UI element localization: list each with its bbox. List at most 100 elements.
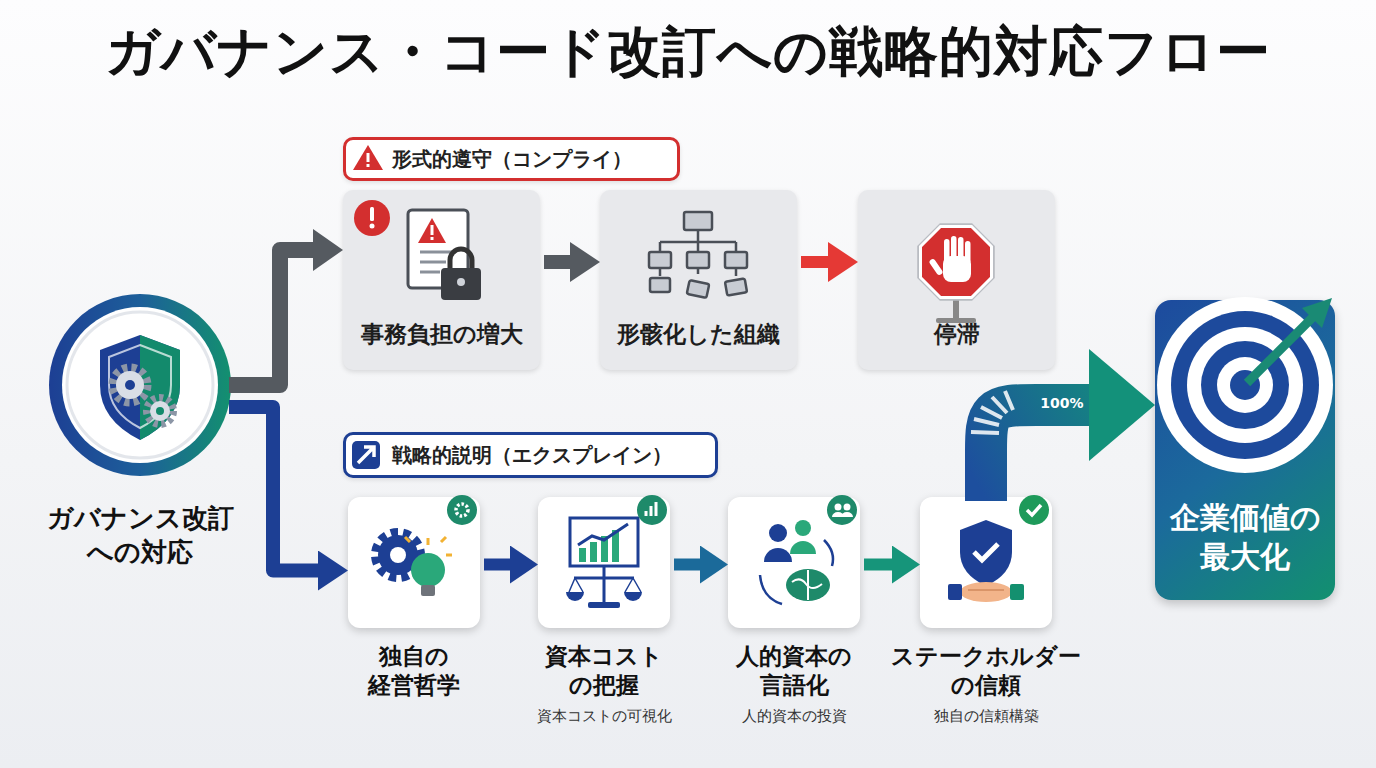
people-brain-icon: [769, 524, 787, 542]
start-circle: ガバナンス改訂 への対応: [45, 290, 235, 480]
process-box: 事務負担の増大: [343, 190, 540, 370]
people-brain-icon: [786, 569, 830, 601]
target-icon: [1302, 298, 1332, 328]
chart-scale-icon: [646, 502, 656, 516]
people-brain-icon: [832, 512, 853, 517]
chart-scale-icon: [566, 495, 667, 608]
gear-bulb-icon: [390, 547, 406, 563]
document-lock-icon: [431, 237, 434, 240]
inner-ring: [67, 312, 213, 458]
people-brain-icon: [764, 548, 792, 562]
node-text-group: 形骸化した組織: [600, 319, 797, 350]
stop-sign-icon: [944, 239, 950, 263]
flow-arrow: [484, 559, 518, 571]
chart-scale-icon: [566, 592, 584, 601]
document-lock-icon: [457, 278, 465, 286]
org-chart-icon: [650, 278, 670, 292]
document-lock-icon: [370, 224, 375, 229]
chart-scale-icon: [579, 548, 586, 562]
org-chart-icon: [649, 212, 747, 298]
document-lock-icon: [450, 249, 472, 270]
target-icon: [1201, 341, 1289, 429]
node-label: 形式的遵守（コンプライ）: [392, 146, 632, 173]
node-label: ガバナンス改訂 への対応: [35, 502, 245, 570]
shield-handshake-icon: [948, 584, 962, 600]
shield-gear-icon: [113, 368, 147, 402]
shield-handshake-icon: [974, 544, 998, 560]
stop-sign-icon: [921, 227, 992, 298]
org-chart-icon: [660, 230, 736, 252]
warning-tab-icon: [353, 145, 383, 170]
org-chart-icon: [660, 268, 736, 276]
stop-sign-icon: [943, 256, 971, 282]
node-sublabel: 人的資本の投資: [724, 707, 864, 726]
process-box: 形骸化した組織: [600, 190, 797, 370]
node-text-group: ガバナンス改訂 への対応: [35, 502, 245, 570]
gear-bulb-icon: [376, 533, 420, 577]
chart-scale-icon: [578, 524, 628, 545]
arrow-tab-icon: [352, 441, 380, 469]
target-icon: [1247, 316, 1314, 383]
shield-handshake-icon: [948, 495, 1049, 602]
org-chart-icon: [687, 252, 709, 268]
inner-disc: [62, 307, 218, 463]
people-brain-icon: [824, 540, 833, 566]
chart-scale-icon: [574, 566, 634, 604]
gear-bulb-icon: [378, 535, 418, 575]
document-lock-icon: [441, 268, 481, 300]
step-card: 独自の 経営哲学: [348, 497, 480, 628]
gear-bulb-icon: [421, 585, 435, 596]
stop-sign-icon: [953, 298, 959, 320]
shield-handshake-icon: [1010, 584, 1024, 600]
shield-handshake-icon: [1027, 505, 1041, 515]
shield-gear-icon: [100, 335, 180, 440]
shield-gear-icon: [109, 345, 171, 428]
document-lock-icon: [354, 200, 481, 300]
gear-bulb-icon: [411, 553, 445, 587]
node-label: 事務負担の増大: [343, 319, 540, 350]
chart-scale-icon: [637, 495, 667, 525]
document-lock-icon: [418, 218, 446, 243]
people-brain-icon: [792, 570, 822, 600]
people-brain-icon: [835, 504, 842, 511]
flow-arrow: [229, 250, 322, 385]
node-sublabel: 独自の信頼構築: [886, 707, 1086, 726]
target-icon: [1230, 370, 1260, 400]
gear-bulb-icon: [456, 504, 468, 516]
node-label: 独自の 経営哲学: [349, 642, 479, 701]
shield-gear-icon: [116, 371, 144, 399]
chart-scale-icon: [612, 530, 619, 562]
people-brain-icon: [844, 504, 851, 511]
org-chart-icon: [684, 212, 712, 230]
shield-gear-icon: [140, 335, 180, 440]
stop-sign-icon: [917, 223, 995, 323]
gear-bulb-icon: [447, 495, 477, 525]
shield-gear-icon: [125, 380, 135, 390]
node-text-group: 資本コスト の把握資本コストの可視化: [534, 642, 674, 726]
process-box: 停滞: [858, 190, 1055, 370]
flow-arrow: [986, 405, 1109, 501]
outer-ring: [49, 294, 231, 476]
target-icon: [1157, 297, 1333, 473]
shield-handshake-icon: [968, 589, 1004, 591]
group-tab: 戦略的説明（エクスプレイン）: [343, 432, 718, 478]
node-text-group: 形式的遵守（コンプライ）: [346, 146, 632, 173]
target-icon: [1217, 357, 1273, 413]
target-icon: [1171, 311, 1319, 459]
org-chart-icon: [649, 252, 671, 268]
node-text-group: 戦略的説明（エクスプレイン）: [346, 442, 672, 469]
target-icon: [1157, 297, 1333, 473]
node-label: ステークホルダー の信頼: [886, 642, 1086, 701]
node-label: 資本コスト の把握: [534, 642, 674, 701]
document-lock-icon: [408, 210, 468, 288]
node-text-group: 事務負担の増大: [343, 319, 540, 350]
chart-scale-icon: [588, 602, 620, 608]
flow-arrow: [674, 559, 708, 571]
goal-box: 企業価値の 最大化: [1155, 300, 1335, 600]
node-sublabel: 資本コストの可視化: [534, 707, 674, 726]
org-chart-icon: [687, 280, 709, 298]
shield-handshake-icon: [1019, 495, 1049, 525]
chart-scale-icon: [601, 536, 608, 562]
warning-tab-icon: [353, 145, 383, 170]
